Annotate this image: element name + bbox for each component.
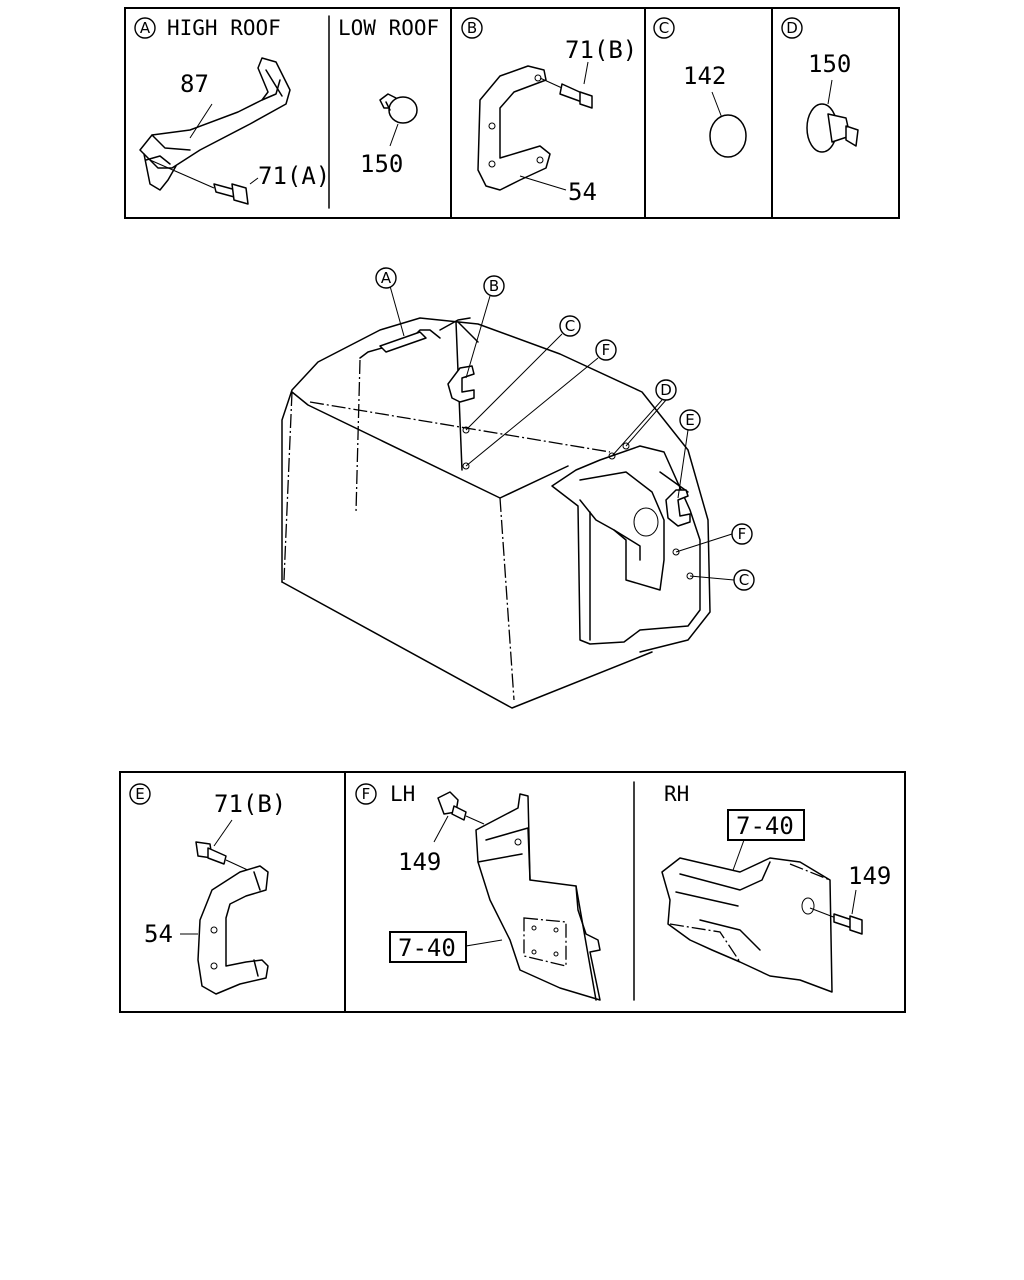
bottom-panel-row <box>119 771 906 1013</box>
callout-e: E <box>679 409 701 431</box>
svg-text:C: C <box>739 571 749 589</box>
bolt-71b-icon <box>539 77 593 109</box>
panel-a-title: HIGH ROOF <box>167 16 281 40</box>
part-149-label-rh: 149 <box>848 862 891 890</box>
bolt-71b-e-icon <box>195 841 253 873</box>
part-150-label-d: 150 <box>808 50 851 78</box>
part-87-label: 87 <box>180 70 209 98</box>
callout-b: B <box>483 275 505 297</box>
handle-a-on-cab <box>379 331 427 353</box>
bolt-71a-icon <box>149 159 249 205</box>
panel-d: D 150 <box>781 17 859 153</box>
panel-d-letter: D <box>786 19 798 37</box>
panel-low-roof: LOW ROOF 150 <box>338 16 439 178</box>
panel-b-letter: B <box>467 19 477 37</box>
top-panel-row <box>124 7 900 219</box>
panel-c-letter: C <box>659 19 669 37</box>
grip-54-e-icon <box>197 865 269 995</box>
part-54-label-e: 54 <box>144 920 173 948</box>
panel-e-letter: E <box>135 785 144 803</box>
callout-d: D <box>655 379 677 401</box>
grip-b-on-cab <box>447 365 475 403</box>
panel-a-high-roof: A HIGH ROOF 87 71(A) <box>134 16 330 205</box>
panel-b: B 71(B) 54 <box>461 17 637 206</box>
callout-a: A <box>375 267 397 289</box>
panel-c: C 142 <box>653 17 747 158</box>
svg-text:F: F <box>738 525 747 543</box>
trim-panel-rh-icon <box>661 857 833 993</box>
svg-text:F: F <box>602 341 611 359</box>
callout-c-right: C <box>733 569 755 591</box>
part-150-label-low-roof: 150 <box>360 150 403 178</box>
panel-c-letter-circle <box>653 17 675 39</box>
ref-740-label-rh: 7-40 <box>736 812 794 840</box>
panel-e-letter-circle <box>129 783 151 805</box>
part-71b-label-e: 71(B) <box>214 790 286 818</box>
panel-a-letter-circle <box>134 17 156 39</box>
ref-740-box-lh <box>389 931 467 963</box>
svg-text:B: B <box>489 277 499 295</box>
panel-rh: RH 7-40 149 <box>661 782 891 993</box>
callout-c-top: C <box>559 315 581 337</box>
part-149-label-lh: 149 <box>398 848 441 876</box>
low-roof-title: LOW ROOF <box>338 16 439 40</box>
svg-text:C: C <box>565 317 575 335</box>
part-71a-label: 71(A) <box>258 162 330 190</box>
panel-f-lh: F LH 149 7-40 <box>355 782 601 1001</box>
svg-text:A: A <box>381 269 392 287</box>
clip-150-side-icon <box>806 103 859 153</box>
panel-d-letter-circle <box>781 17 803 39</box>
panel-a-letter: A <box>140 19 151 37</box>
part-54-label-b: 54 <box>568 178 597 206</box>
lh-label: LH <box>390 782 415 806</box>
grip-54-icon <box>477 65 551 191</box>
svg-text:E: E <box>685 411 694 429</box>
part-142-label: 142 <box>683 62 726 90</box>
ref-740-box-rh <box>727 809 805 841</box>
plug-142-icon <box>709 114 747 158</box>
callout-f-right: F <box>731 523 753 545</box>
ref-740-label-lh: 7-40 <box>398 934 456 962</box>
panel-e: E 71(B) 54 <box>129 783 286 995</box>
panel-f-letter-circle <box>355 783 377 805</box>
panel-f-letter: F <box>362 785 371 803</box>
screw-149-rh-icon <box>809 907 863 935</box>
grab-handle-87 <box>139 57 291 169</box>
rh-label: RH <box>664 782 689 806</box>
clip-150-icon <box>379 93 418 124</box>
grip-e-on-cab <box>665 489 691 527</box>
callout-f-top: F <box>595 339 617 361</box>
panel-b-letter-circle <box>461 17 483 39</box>
screw-149-lh-icon <box>437 791 485 825</box>
part-71b-label-b: 71(B) <box>565 36 637 64</box>
cab-main-drawing <box>281 285 735 709</box>
svg-text:D: D <box>660 381 672 399</box>
trim-panel-lh-icon <box>475 793 601 1001</box>
